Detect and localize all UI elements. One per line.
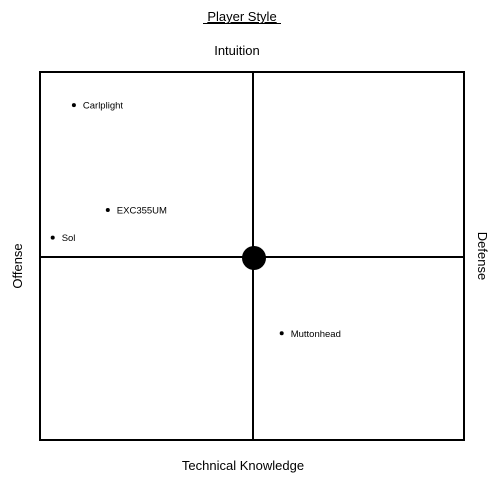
scatter-point xyxy=(279,331,284,336)
point-label: Sol xyxy=(62,233,76,244)
point-label: EXC355UM xyxy=(117,206,167,217)
point-label: Carlplight xyxy=(83,101,123,112)
origin-marker xyxy=(242,246,266,270)
axis-label-right: Defense xyxy=(475,232,490,280)
axis-label-top: Intuition xyxy=(214,43,260,58)
scatter-point xyxy=(50,235,55,240)
point-label: Muttonhead xyxy=(291,329,341,340)
chart-title: Player Style xyxy=(207,9,276,24)
scatter-point xyxy=(71,103,76,108)
axis-label-bottom: Technical Knowledge xyxy=(182,458,304,473)
axis-label-left: Offense xyxy=(10,243,25,288)
scatter-point xyxy=(105,208,110,212)
